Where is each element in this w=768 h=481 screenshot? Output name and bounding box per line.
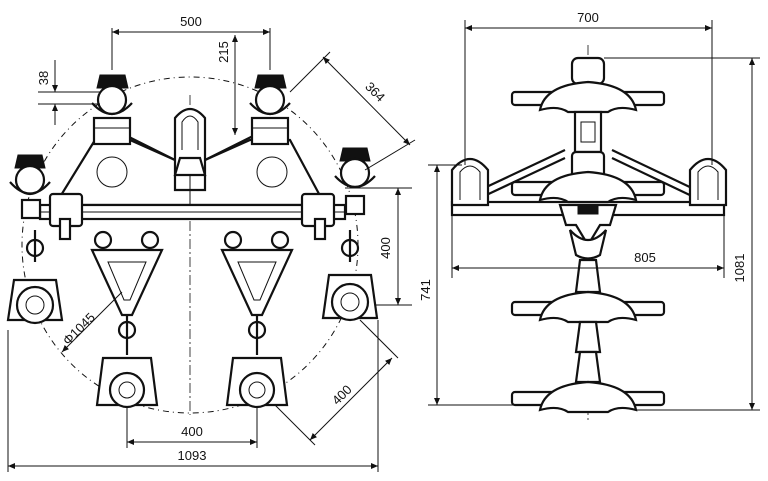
side-suspension-stack [538,56,638,414]
dimension-top-width: 700 [464,10,713,165]
svg-text:400: 400 [181,424,203,439]
dimension-diameter: Φ1045 [60,291,123,353]
dimension-vertical-38: 38 [36,60,100,125]
dimension-height-right: 1081 [604,57,760,411]
svg-text:500: 500 [180,14,202,29]
svg-text:38: 38 [36,71,51,85]
dimension-vertical-215: 215 [216,35,238,135]
dimension-height-left: 741 [418,164,540,406]
dimension-mid-width: 805 [451,215,725,278]
svg-text:400: 400 [329,382,355,408]
dimension-diagonal-400: 400 [274,319,399,446]
side-clamp-right [334,147,376,216]
svg-text:215: 215 [216,41,231,63]
svg-text:1081: 1081 [732,254,747,283]
top-clamp-left [91,74,133,146]
svg-text:805: 805 [634,250,656,265]
dimension-bottom-span: 400 [126,408,258,448]
svg-text:Φ1045: Φ1045 [60,310,98,348]
svg-text:700: 700 [577,10,599,25]
dimension-overall-width: 1093 [7,320,379,472]
svg-text:1093: 1093 [178,448,207,463]
svg-text:741: 741 [418,279,433,301]
inner-link-right [220,230,294,409]
outer-pulley-right [321,230,379,322]
side-clamp-left [9,154,51,220]
top-clamp-right [249,74,291,146]
svg-text:400: 400 [378,237,393,259]
dimension-top-span: 500 [111,14,271,70]
front-view: 500 215 38 364 400 [6,14,416,472]
dimension-vertical-400: 400 [345,187,412,306]
yoke-plate [53,107,327,207]
inner-link-left [90,230,164,409]
outer-pulley-left [6,230,64,325]
side-view: 700 805 741 1081 [418,10,760,420]
